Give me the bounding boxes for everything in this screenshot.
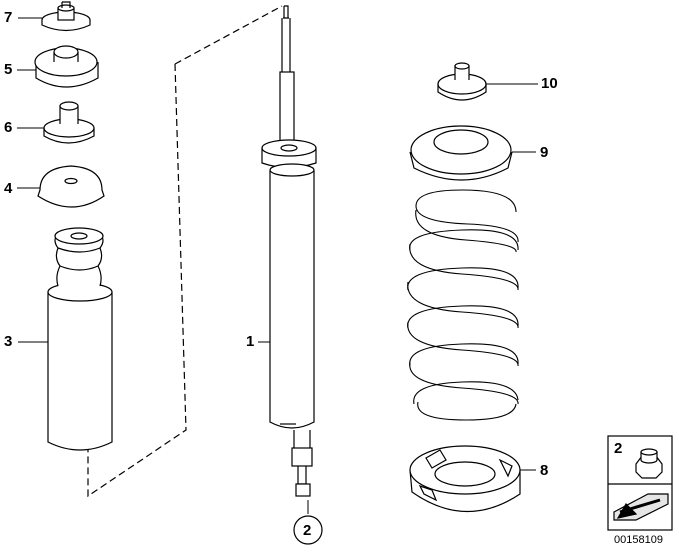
part-9-upper-spring-seat: [409, 125, 513, 181]
coil-spring: [407, 189, 519, 421]
catalog-number: 00158109: [614, 534, 663, 546]
legend-box: [607, 435, 673, 531]
callout-3: 3: [4, 333, 13, 350]
part-4-support-dish: [37, 165, 105, 208]
part-10-spring-bushing: [437, 62, 487, 101]
callout-5: 5: [4, 61, 13, 78]
callout-9: 9: [540, 144, 549, 161]
callout-ref-2: 2: [303, 522, 312, 539]
part-5-top-mount: [34, 45, 99, 88]
part-6-bushing: [43, 101, 95, 144]
part-8-lower-spring-pad: [409, 445, 521, 513]
ref-2-circle: [293, 515, 323, 545]
callout-10: 10: [541, 75, 558, 92]
leader-lines: [17, 17, 538, 514]
part-3-dust-boot: [47, 227, 113, 451]
callout-8: 8: [540, 462, 549, 479]
callout-4: 4: [4, 180, 13, 197]
legend-label-2: 2: [614, 440, 623, 457]
part-7-top-nut: [41, 1, 91, 32]
callout-6: 6: [4, 119, 13, 136]
callout-7: 7: [4, 9, 13, 26]
assembly-dashed-frame: [87, 5, 283, 498]
arrow-icon: [613, 493, 669, 521]
part-1-shock-absorber: [261, 5, 317, 497]
callout-1: 1: [246, 333, 255, 350]
hex-nut-icon: [635, 448, 663, 479]
